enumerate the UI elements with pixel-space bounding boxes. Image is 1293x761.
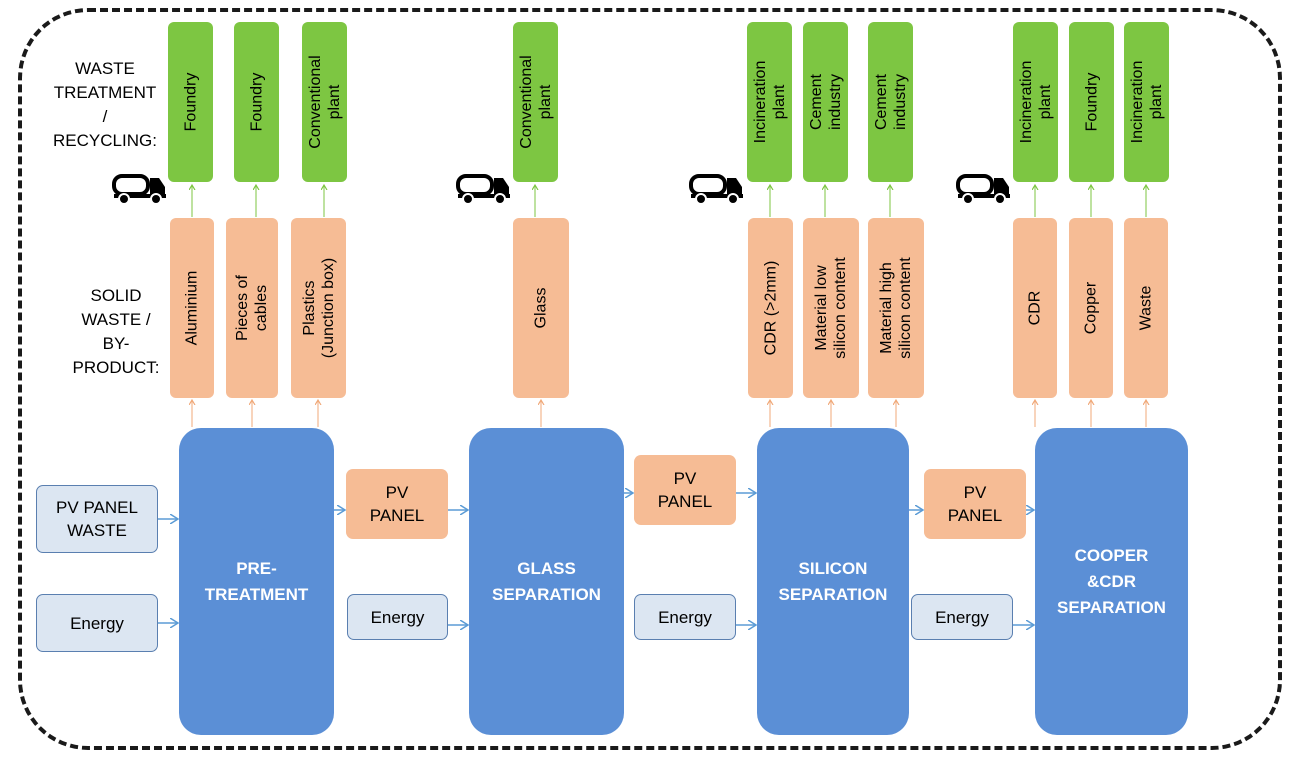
byproduct-box: Aluminium: [170, 218, 214, 398]
waste-treatment-label: WASTE TREATMENT / RECYCLING:: [53, 59, 157, 150]
truck-icon: [689, 174, 743, 204]
energy-intermediate: Energy: [911, 594, 1013, 640]
energy-input: Energy: [36, 594, 158, 652]
dashed-boundary: [18, 8, 1282, 750]
truck-icon: [956, 174, 1010, 204]
byproduct-box: Waste: [1124, 218, 1168, 398]
byproduct-box: Glass: [513, 218, 569, 398]
byproduct-box: CDR: [1013, 218, 1057, 398]
solid-waste-label: SOLID WASTE / BY- PRODUCT:: [72, 286, 160, 377]
energy-intermediate: Energy: [634, 594, 736, 640]
treatment-box: Foundry: [1069, 22, 1114, 182]
byproduct-box: Plastics(Junction box): [291, 218, 346, 398]
truck-icon: [112, 174, 166, 204]
stage-pretreatment: PRE-TREATMENT: [179, 428, 334, 735]
truck-icon: [456, 174, 510, 204]
energy-intermediate: Energy: [347, 594, 448, 640]
byproduct-box: Copper: [1069, 218, 1113, 398]
treatment-box: Foundry: [234, 22, 279, 182]
byproduct-box: CDR (>2mm): [748, 218, 793, 398]
treatment-box: Foundry: [168, 22, 213, 182]
